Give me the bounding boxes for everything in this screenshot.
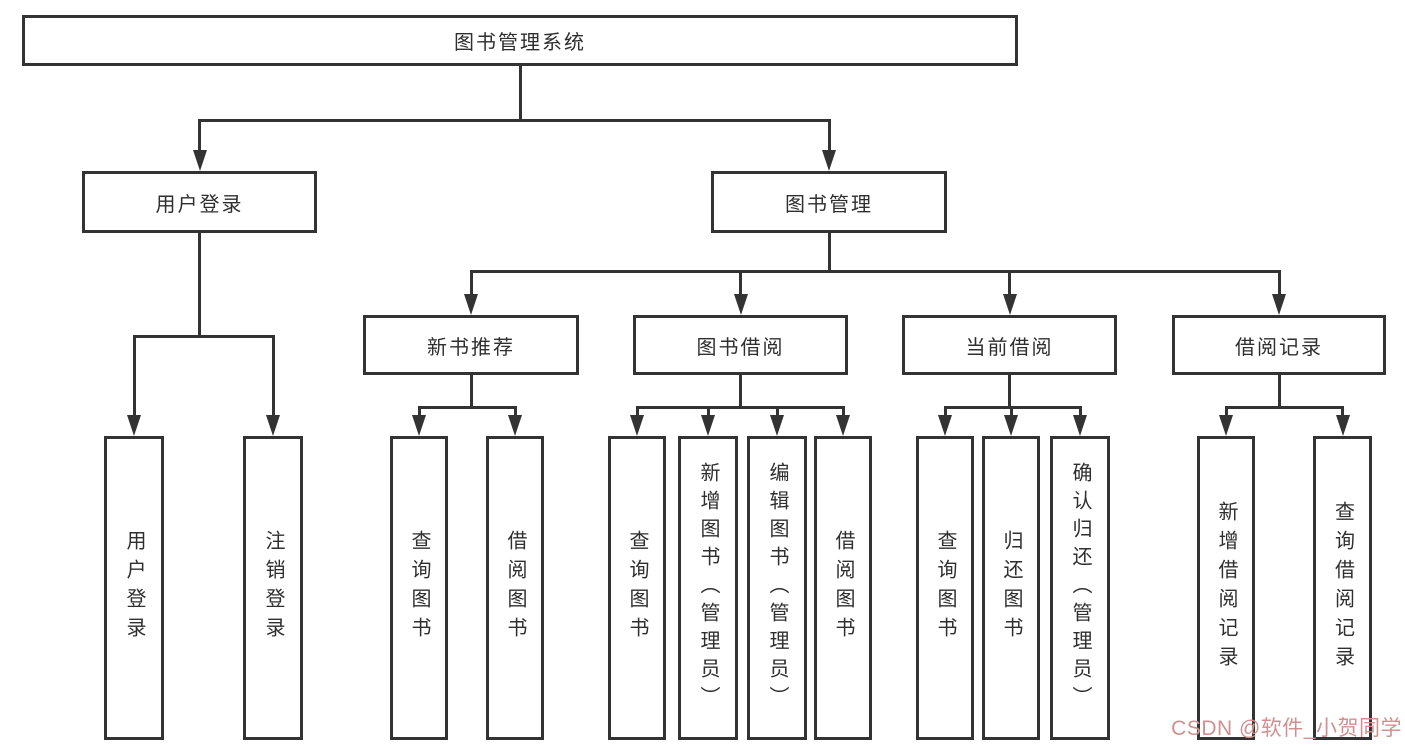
connector-bar (943, 406, 1082, 409)
connector-bar (1224, 406, 1344, 409)
connector-drop (271, 335, 275, 420)
connector-drop (198, 119, 201, 155)
connector-drop (513, 406, 517, 420)
connector-drop (943, 406, 947, 420)
arrowhead-down-icon (508, 415, 522, 436)
leaf-borrow-book-recommend: 借阅图书 (486, 436, 544, 740)
arrowhead-down-icon (1335, 415, 1350, 436)
leaf-query-book-borrow: 查询图书 (608, 436, 666, 740)
leaf-add-borrow-record: 新增借阅记录 (1197, 436, 1255, 740)
leaf-return-book: 归还图书 (982, 436, 1040, 740)
arrowhead-down-icon (836, 415, 850, 436)
connector-drop (1341, 406, 1344, 420)
arrowhead-down-icon (630, 415, 644, 436)
leaf-user-login: 用户登录 (104, 436, 164, 740)
connector-stem (469, 375, 473, 409)
connector-drop (1009, 406, 1013, 420)
arrowhead-down-icon (938, 415, 952, 436)
node-new-book-recommend: 新书推荐 (363, 315, 579, 375)
connector-bar (198, 119, 831, 122)
arrowhead-down-icon (822, 150, 836, 171)
leaf-query-borrow-record: 查询借阅记录 (1313, 436, 1372, 740)
arrowhead-down-icon (1004, 415, 1018, 436)
arrowhead-down-icon (1002, 294, 1017, 315)
connector-bar (132, 335, 275, 338)
arrowhead-down-icon (733, 294, 748, 315)
node-book-borrow: 图书借阅 (633, 315, 848, 375)
connector-drop (775, 406, 779, 420)
watermark: CSDN @软件_小贺同学 (1171, 717, 1402, 740)
connector-stem (1008, 375, 1011, 409)
connector-bar (417, 406, 517, 409)
leaf-confirm-return-admin: 确认归还（管理员） (1050, 436, 1110, 740)
connector-drop (635, 406, 639, 420)
connector-stem (518, 64, 522, 122)
connector-drop (1277, 270, 1281, 299)
arrowhead-down-icon (127, 415, 141, 436)
connector-drop (1078, 406, 1082, 420)
connector-drop (739, 270, 742, 299)
connector-bar (635, 406, 845, 409)
arrowhead-down-icon (701, 415, 715, 436)
connector-stem (1277, 375, 1281, 409)
connector-drop (706, 406, 710, 420)
connector-stem (739, 375, 742, 409)
connector-bar (469, 270, 1281, 273)
connector-drop (132, 335, 136, 420)
connector-drop (1008, 270, 1011, 299)
leaf-query-book-current: 查询图书 (916, 436, 974, 740)
leaf-query-book-recommend: 查询图书 (390, 436, 448, 740)
arrowhead-down-icon (464, 294, 478, 315)
arrowhead-down-icon (412, 415, 426, 436)
connector-drop (841, 406, 845, 420)
leaf-edit-book-admin: 编辑图书（管理员） (747, 436, 807, 740)
node-root-library-system: 图书管理系统 (22, 15, 1018, 66)
node-borrow-record: 借阅记录 (1172, 315, 1386, 375)
leaf-logout: 注销登录 (243, 436, 303, 740)
node-current-borrow: 当前借阅 (902, 315, 1117, 375)
leaf-add-book-admin: 新增图书（管理员） (678, 436, 738, 740)
connector-drop (417, 406, 421, 420)
leaf-borrow-book: 借阅图书 (814, 436, 872, 740)
arrowhead-down-icon (266, 415, 280, 436)
arrowhead-down-icon (770, 415, 784, 436)
connector-stem (198, 233, 201, 338)
node-user-login: 用户登录 (82, 171, 317, 233)
arrowhead-down-icon (1272, 294, 1286, 315)
arrowhead-down-icon (1073, 415, 1087, 436)
connector-drop (827, 119, 831, 155)
connector-drop (469, 270, 473, 299)
arrowhead-down-icon (1219, 415, 1233, 436)
arrowhead-down-icon (192, 150, 207, 171)
connector-drop (1224, 406, 1228, 420)
node-book-management: 图书管理 (711, 171, 947, 233)
connector-stem (827, 233, 831, 273)
